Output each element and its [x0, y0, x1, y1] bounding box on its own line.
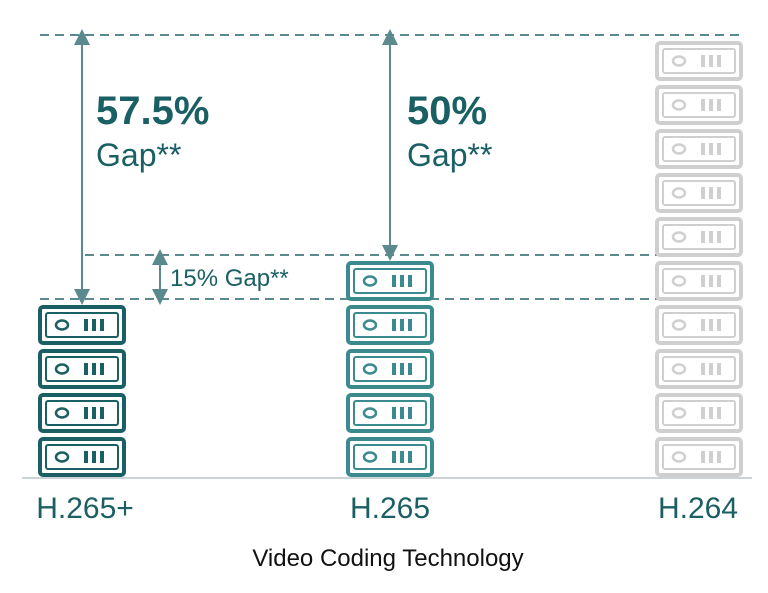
category-label-h265: H.265 — [350, 492, 430, 525]
server-unit — [655, 261, 743, 301]
gap-arrows — [74, 29, 398, 305]
server-unit — [346, 437, 434, 477]
server-unit — [655, 305, 743, 345]
server-unit — [346, 349, 434, 389]
server-unit — [655, 217, 743, 257]
server-unit — [655, 393, 743, 433]
server-stack-h265 — [346, 261, 434, 477]
gap-word-h265: Gap** — [407, 137, 492, 173]
server-unit — [38, 349, 126, 389]
server-unit — [346, 261, 434, 301]
gap-label-small: 15% Gap** — [170, 265, 289, 292]
server-stack-h264 — [655, 41, 743, 477]
server-unit — [38, 437, 126, 477]
server-unit — [655, 349, 743, 389]
gap-percent-h265: 50% — [407, 89, 487, 133]
category-label-h264: H.264 — [658, 492, 738, 525]
server-unit — [655, 437, 743, 477]
category-label-h265plus: H.265+ — [36, 492, 134, 525]
server-unit — [655, 85, 743, 125]
server-unit — [38, 305, 126, 345]
x-axis-title: Video Coding Technology — [252, 545, 523, 572]
server-unit — [655, 173, 743, 213]
server-stacks — [38, 41, 743, 477]
server-unit — [346, 393, 434, 433]
server-unit — [655, 129, 743, 169]
server-unit — [346, 305, 434, 345]
gap-word-h265plus: Gap** — [96, 137, 181, 173]
server-unit — [655, 41, 743, 81]
server-stack-h265 — [38, 305, 126, 477]
gap-percent-h265plus: 57.5% — [96, 89, 209, 133]
server-unit — [38, 393, 126, 433]
